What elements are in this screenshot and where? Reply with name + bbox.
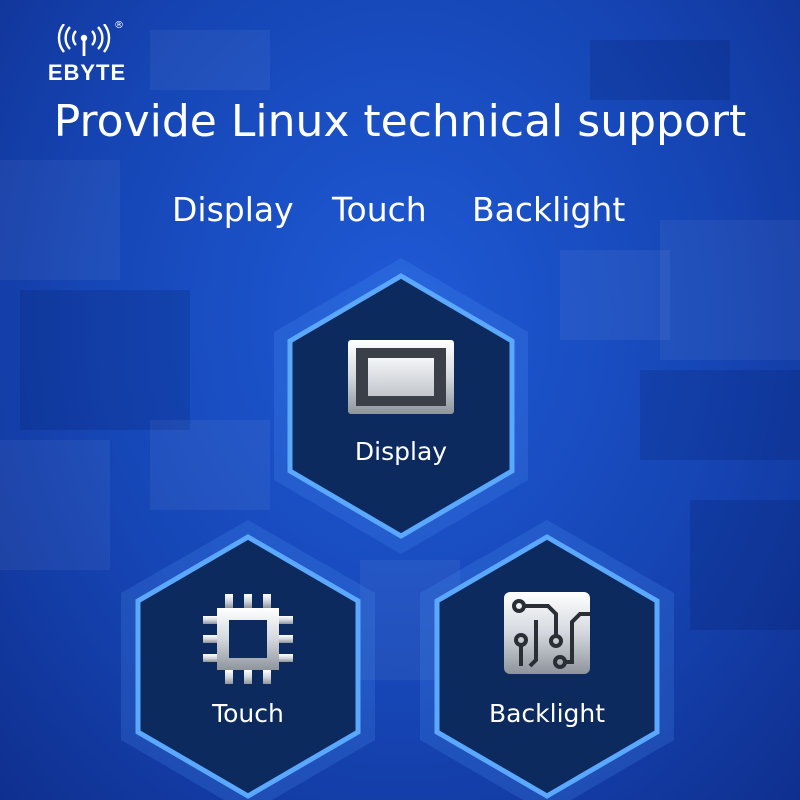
display-icon — [348, 340, 454, 414]
feature-list: Display Touch Backlight — [0, 190, 800, 238]
circuit-icon — [504, 592, 590, 674]
bg-tile — [690, 500, 800, 630]
bg-tile — [150, 30, 270, 90]
bg-tile — [150, 420, 270, 510]
card-display: Display — [274, 258, 528, 554]
brand-logo: ® EBYTE — [32, 20, 142, 85]
page-title: Provide Linux technical support — [53, 96, 747, 147]
bg-tile — [20, 290, 190, 430]
card-backlight: Backlight — [420, 520, 674, 800]
feature-display: Display — [172, 190, 294, 229]
brand-name: EBYTE — [47, 60, 127, 85]
bg-tile — [560, 250, 670, 340]
antenna-icon — [57, 24, 111, 56]
bg-tile — [0, 160, 120, 280]
card-touch: Touch — [121, 520, 375, 800]
registered-mark: ® — [114, 20, 124, 31]
bg-tile — [660, 220, 800, 360]
card-label-touch: Touch — [211, 699, 284, 728]
feature-touch: Touch — [332, 190, 427, 229]
feature-backlight: Backlight — [472, 190, 626, 229]
bg-tile — [0, 440, 110, 570]
card-label-display: Display — [355, 437, 447, 466]
bg-tile — [640, 370, 800, 460]
chip-icon — [203, 594, 293, 684]
bg-tile — [590, 40, 730, 100]
card-label-backlight: Backlight — [489, 699, 605, 728]
